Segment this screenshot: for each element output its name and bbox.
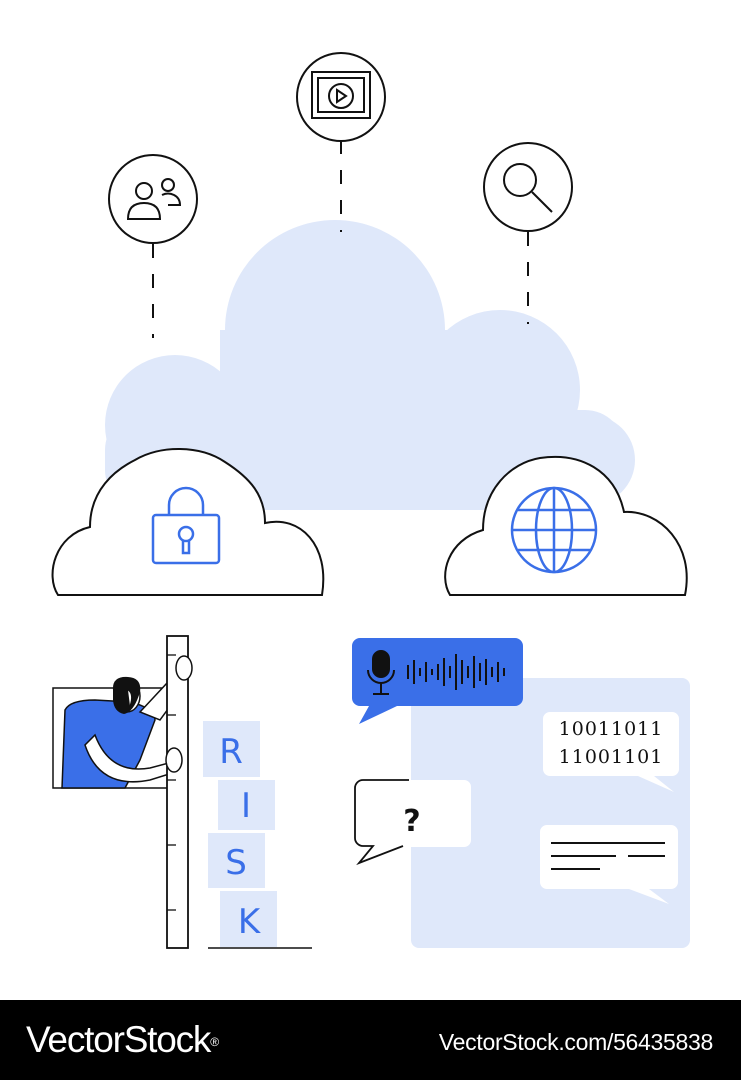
registered-mark: ® [210,1035,219,1049]
chat-panel: 10011011 11001101 ? [352,638,690,948]
illustration: R I S K [51,52,690,949]
binary-line-2: 11001101 [559,746,664,768]
brand-name: VectorStock [26,1019,211,1060]
video-player-icon [296,52,386,142]
risk-letter-k: K [238,902,262,942]
footer-bar: VectorStock® VectorStock.com/56435838 [0,1000,741,1080]
big-cloud [105,220,635,510]
risk-blocks: R I S K [203,721,312,949]
microphone-icon [367,650,395,695]
question-mark: ? [403,804,420,839]
risk-block [220,891,277,947]
image-url[interactable]: VectorStock.com/56435838 [438,1029,713,1055]
sound-wave [407,654,505,690]
right-cloud [444,455,688,596]
binary-line-1: 10011011 [559,718,664,740]
risk-block [203,721,260,777]
search-icon [483,142,573,232]
question-bubble: ? [354,779,471,866]
person-with-ruler [52,635,193,949]
ruler [166,635,189,949]
risk-block [208,833,265,888]
risk-block [218,780,275,830]
binary-message-bubble: 10011011 11001101 [543,712,679,792]
globe-icon [510,486,598,574]
brand-logo: VectorStock® [26,1018,219,1062]
voice-message-bubble [352,638,523,724]
risk-letter-i: I [241,786,251,826]
risk-letter-r: R [219,732,243,772]
text-message-bubble [540,825,678,904]
left-cloud [51,448,325,596]
risk-letter-s: S [225,843,247,883]
padlock-icon [151,486,221,565]
users-icon [108,154,198,244]
